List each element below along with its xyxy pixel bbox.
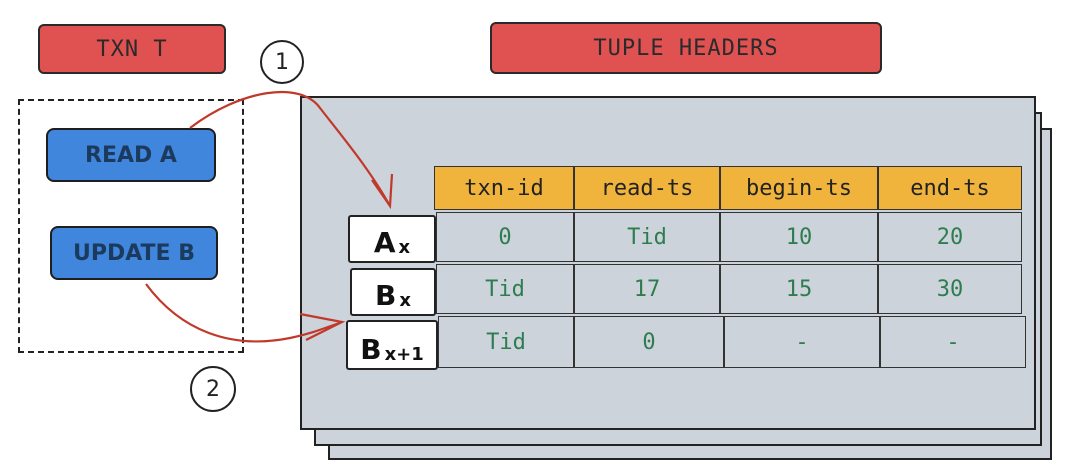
cell-b-x1-begin-ts: - — [724, 316, 880, 368]
column-header-read-ts: read-ts — [574, 166, 720, 210]
tuple-panel — [300, 96, 1036, 430]
tuple-headers-title-tag: TUPLE HEADERS — [490, 22, 882, 74]
transaction-box — [18, 99, 244, 353]
cell-b-x-txn-id: Tid — [436, 264, 574, 314]
column-header-begin-ts: begin-ts — [720, 166, 878, 210]
cell-b-x-begin-ts: 15 — [720, 264, 878, 314]
cell-a-x-end-ts: 20 — [878, 212, 1022, 262]
cell-b-x-end-ts: 30 — [878, 264, 1022, 314]
txn-title-tag: TXN T — [38, 24, 226, 74]
cell-a-x-begin-ts: 10 — [720, 212, 878, 262]
column-header-end-ts: end-ts — [878, 166, 1022, 210]
cell-b-x-read-ts: 17 — [574, 264, 720, 314]
cell-b-x1-read-ts: 0 — [574, 316, 724, 368]
step-1-circle: 1 — [260, 40, 304, 84]
cell-a-x-txn-id: 0 — [436, 212, 574, 262]
cell-a-x-read-ts: Tid — [574, 212, 720, 262]
cell-b-x1-txn-id: Tid — [438, 316, 574, 368]
step-2-circle: 2 — [190, 366, 236, 412]
cell-b-x1-end-ts: - — [880, 316, 1026, 368]
read-a-op: READ A — [46, 128, 216, 182]
update-b-op: UPDATE B — [50, 226, 218, 280]
column-header-txn-id: txn-id — [434, 166, 574, 210]
